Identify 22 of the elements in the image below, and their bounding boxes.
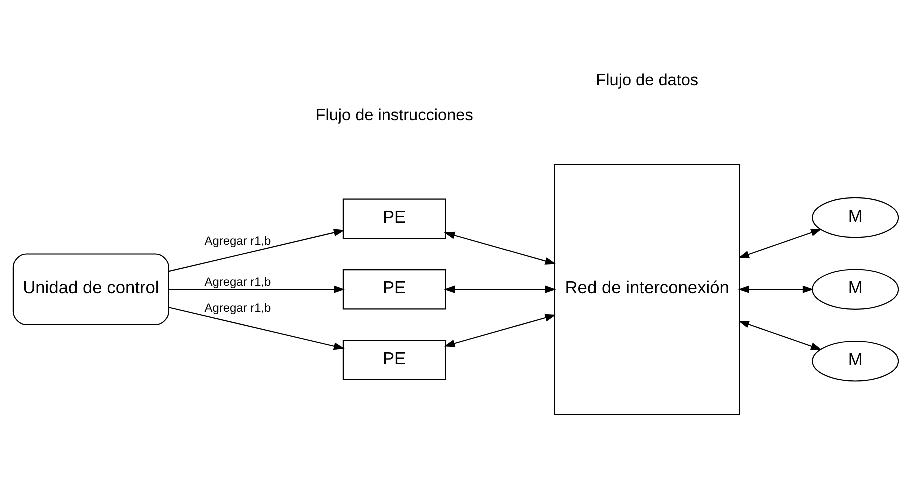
arrow: [738, 286, 814, 294]
arrow: [169, 286, 345, 294]
arrow: [168, 229, 345, 272]
edge-label: Agregar r1,b: [204, 234, 272, 248]
node-ellipse: M: [812, 340, 900, 382]
label: Flujo de datos: [596, 72, 699, 90]
edge-label: Agregar r1,b: [204, 301, 272, 316]
node-box: PE: [342, 198, 446, 240]
node-box: Red de interconexión: [554, 164, 740, 416]
node-box: Unidad de control: [12, 254, 170, 326]
node-box: PE: [342, 270, 446, 310]
arrow: [738, 229, 822, 258]
arrow: [444, 286, 556, 294]
node-ellipse: M: [812, 197, 900, 238]
arrow: [444, 314, 556, 348]
arrow: [444, 232, 556, 265]
label: Flujo de instrucciones: [316, 106, 474, 125]
node-ellipse: M: [812, 269, 900, 310]
node-box: PE: [342, 340, 446, 380]
arrow: [168, 307, 345, 350]
edge-label: Agregar r1,b: [204, 275, 272, 290]
arrow: [738, 320, 822, 350]
